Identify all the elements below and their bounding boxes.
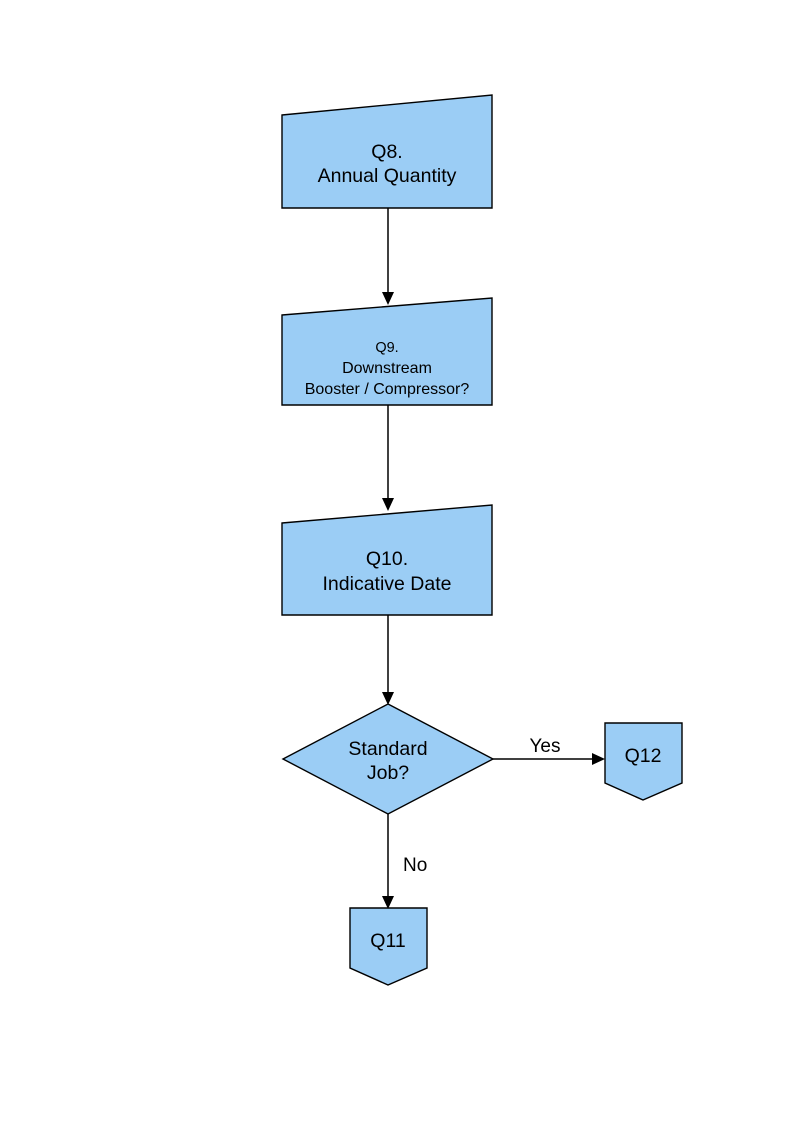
edge-q10-to-standard-job-arrowhead xyxy=(382,692,394,705)
node-q10[interactable]: Q10. Indicative Date xyxy=(281,504,493,616)
edge-q9-to-q10-arrowhead xyxy=(382,498,394,511)
edge-label-no: No xyxy=(403,855,427,876)
edge-standard-job-to-q11-arrowhead xyxy=(382,896,394,909)
node-q9-line-1: Q9. xyxy=(375,340,398,356)
node-q8[interactable]: Q8. Annual Quantity xyxy=(281,94,493,209)
node-standard-job[interactable]: Standard Job? xyxy=(281,703,495,815)
node-q8-line-1: Q8. xyxy=(371,141,402,163)
node-q8-line-2: Annual Quantity xyxy=(318,165,457,187)
node-q9-shape[interactable] xyxy=(281,297,493,406)
edge-q9-to-q10 xyxy=(382,405,394,511)
node-q10-line-2: Indicative Date xyxy=(323,573,452,595)
node-q10-line-1: Q10. xyxy=(366,548,408,570)
edge-q8-to-q9 xyxy=(382,208,394,305)
node-q9-line-2: Downstream xyxy=(342,360,432,377)
node-standard-job-line-2: Job? xyxy=(367,762,409,784)
node-q11-label: Q11 xyxy=(370,930,405,952)
edge-label-yes: Yes xyxy=(530,736,561,757)
node-q8-shape[interactable] xyxy=(281,94,493,209)
edge-q10-to-standard-job xyxy=(382,615,394,705)
node-q9[interactable]: Q9. Downstream Booster / Compressor? xyxy=(281,297,493,406)
edge-standard-job-to-q11: No xyxy=(382,814,427,909)
node-q12[interactable]: Q12 xyxy=(604,722,683,801)
edge-q8-to-q9-arrowhead xyxy=(382,292,394,305)
node-q12-shape[interactable] xyxy=(604,722,683,801)
node-q12-label: Q12 xyxy=(625,745,662,767)
edge-standard-job-to-q12: Yes xyxy=(493,736,605,765)
node-q10-shape[interactable] xyxy=(281,504,493,616)
edge-standard-job-to-q12-arrowhead xyxy=(592,753,605,765)
node-q11[interactable]: Q11 xyxy=(349,907,428,986)
node-standard-job-line-1: Standard xyxy=(348,738,427,760)
node-q11-shape[interactable] xyxy=(349,907,428,986)
node-q9-line-3: Booster / Compressor? xyxy=(305,381,470,398)
